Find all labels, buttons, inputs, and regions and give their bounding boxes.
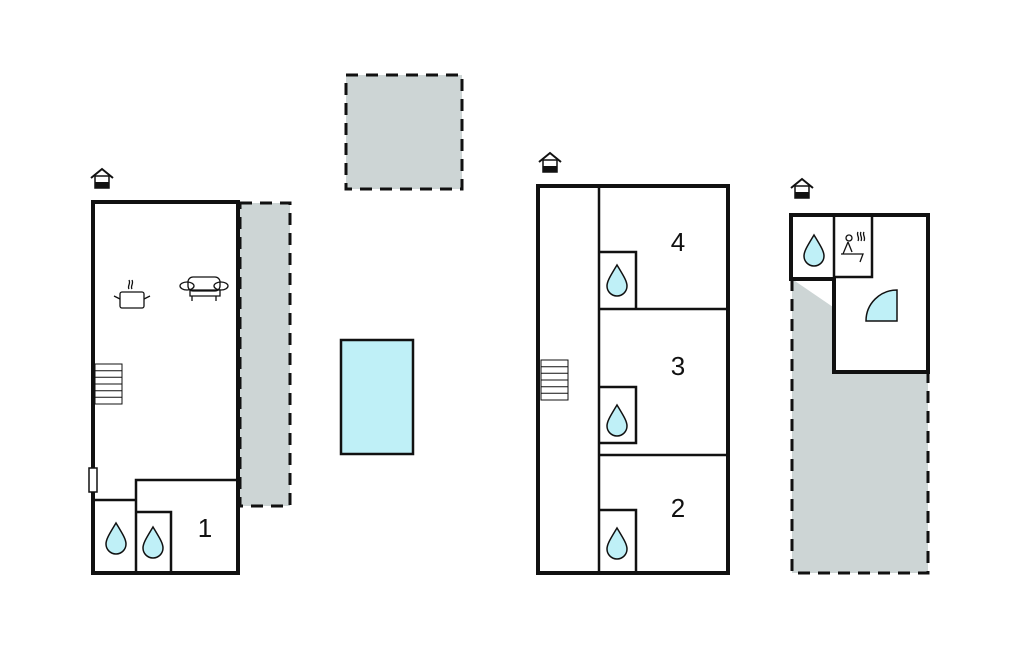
building-outline [789, 213, 930, 374]
room-label: 1 [198, 513, 212, 543]
room-label: 4 [671, 227, 685, 257]
door-icon [88, 467, 98, 493]
entrance-icon [538, 152, 562, 173]
sauna-icon [841, 231, 866, 263]
terrace [238, 201, 292, 508]
entrance-icon [790, 178, 814, 199]
ground-floor-plan: 1 [88, 168, 292, 575]
interior-walls [93, 478, 238, 573]
room-label: 2 [671, 493, 685, 523]
pool [339, 338, 415, 456]
building-outline [536, 184, 730, 575]
stairs-icon [540, 359, 569, 401]
kitchen-icon [113, 279, 151, 309]
stairs-icon [94, 363, 123, 405]
interior-walls [832, 215, 874, 279]
shower-icon [865, 289, 898, 322]
entrance-icon [90, 168, 114, 189]
first-floor-plan: 4 3 2 [536, 152, 730, 575]
terrace [344, 73, 464, 191]
annex-plan [789, 178, 930, 575]
sofa-icon [179, 276, 229, 301]
room-label: 3 [671, 351, 685, 381]
interior-walls [597, 186, 728, 573]
